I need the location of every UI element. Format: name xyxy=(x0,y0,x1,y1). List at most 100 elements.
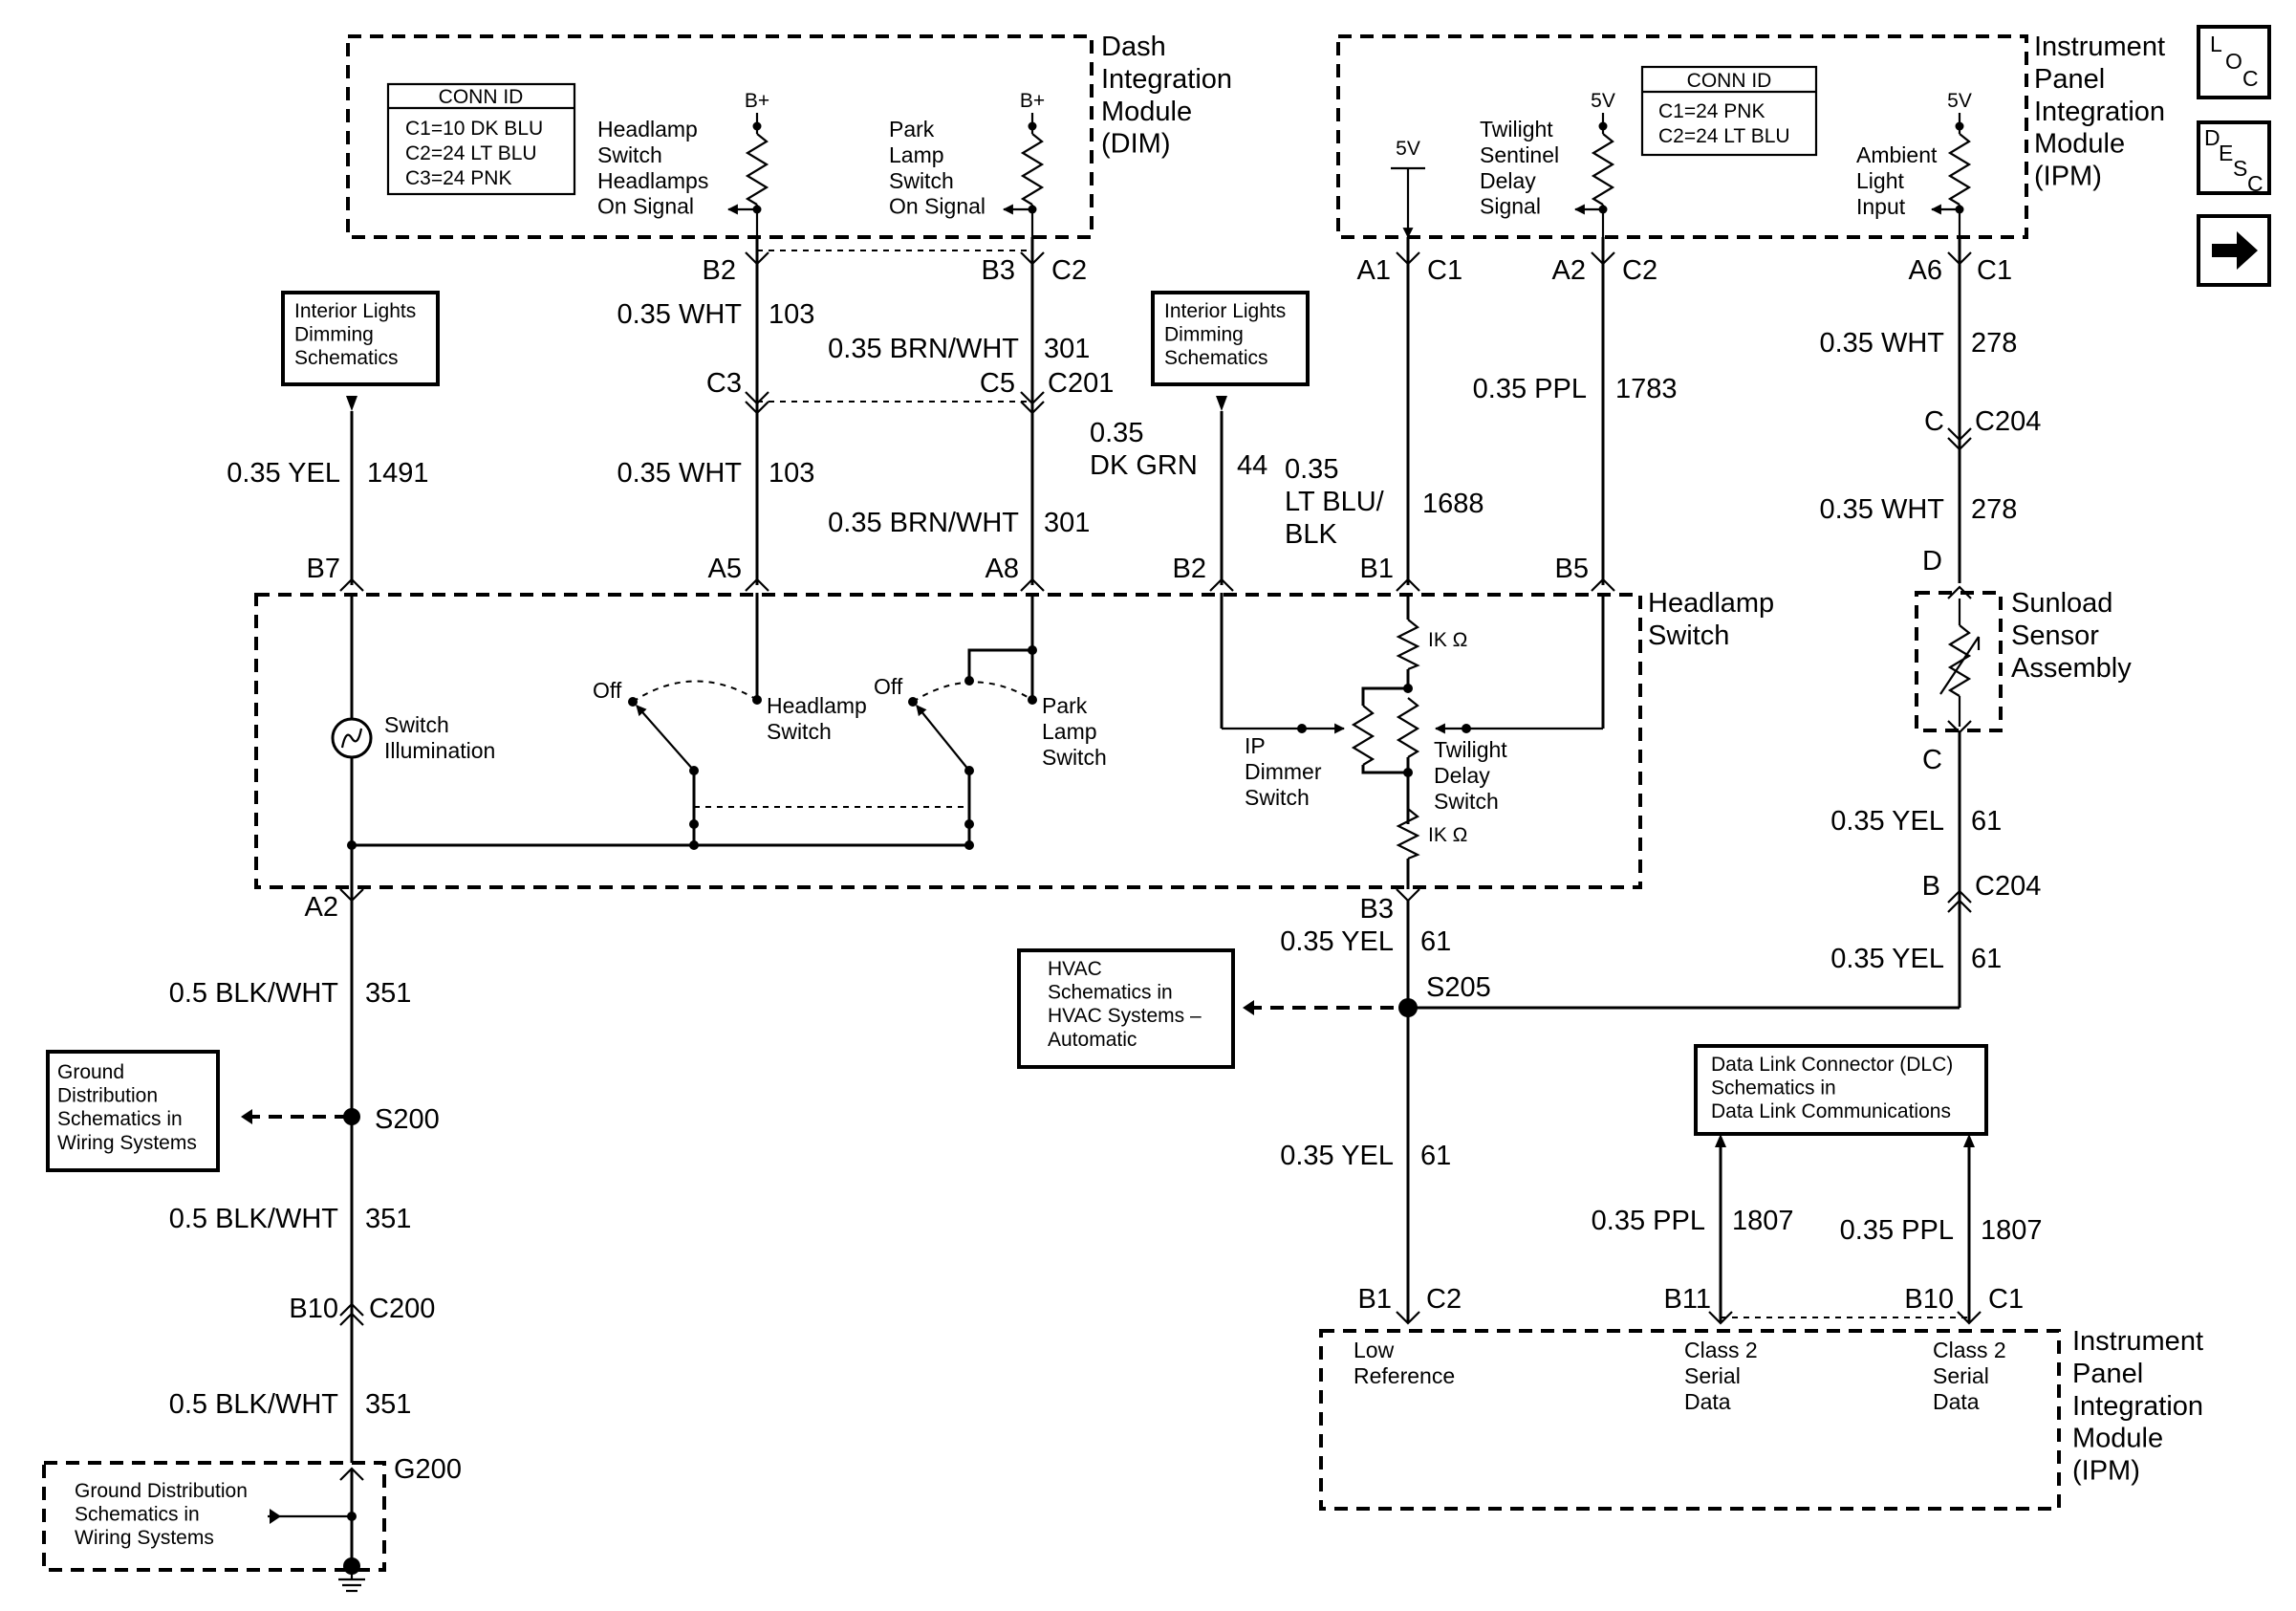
wire-circuit: 351 xyxy=(365,1204,411,1234)
resistor-icon xyxy=(1396,619,1420,671)
ipm-conn-id-title: CONN ID xyxy=(1687,70,1772,92)
pin-label: C3 xyxy=(706,368,742,399)
pin-label: B5 xyxy=(1555,554,1589,584)
wire-circuit: 301 xyxy=(1044,508,1090,538)
interior-lights-box[interactable] xyxy=(1151,291,1310,386)
pin-label: B10 xyxy=(1904,1284,1954,1315)
dim-harness: B2 B3 C2 0.35 WHT 103 0.35 BRN/WHT 301 C… xyxy=(617,237,1114,592)
headlamp-switch-border xyxy=(254,593,1642,889)
wire-circuit: 61 xyxy=(1420,926,1451,957)
wire-gauge: 0.35 PPL xyxy=(1592,1206,1705,1236)
pin-label: A2 xyxy=(305,892,338,923)
wire-circuit: 1688 xyxy=(1422,489,1484,519)
loc-icon[interactable]: L O C xyxy=(2197,25,2271,99)
splice-s205 xyxy=(1398,998,1418,1017)
pin-label: C1 xyxy=(1977,255,2012,286)
wire-gauge: 0.35 YEL xyxy=(1280,926,1394,957)
pin-label: D xyxy=(1922,546,1942,577)
wire-circuit: 1807 xyxy=(1732,1206,1794,1236)
splice-label: S200 xyxy=(375,1104,440,1135)
off-label: Off xyxy=(593,678,622,703)
pullup-resistor-icon xyxy=(1002,113,1045,237)
pin-label: B2 xyxy=(1173,554,1206,584)
desc-letter: S xyxy=(2233,156,2247,181)
pin-label: B1 xyxy=(1358,1284,1392,1315)
wire-circuit: 61 xyxy=(1420,1141,1451,1171)
pin-label: A5 xyxy=(708,554,742,584)
wire-circuit: 61 xyxy=(1971,806,2002,837)
wire-gauge: 0.35 YEL xyxy=(1830,944,1944,974)
pullup-resistor-icon xyxy=(1930,113,1972,237)
dlc-ref-box[interactable] xyxy=(1694,1044,1988,1136)
ipm-5v-label: 5V xyxy=(1396,138,1420,160)
pin-label: B1 xyxy=(1360,554,1394,584)
connector-label: C204 xyxy=(1975,406,2041,437)
sunload-circuit: A6 C1 0.35 WHT 278 C C204 0.35 WHT 278 D… xyxy=(1408,237,2132,1010)
pin-label: C5 xyxy=(980,368,1015,399)
desc-icon[interactable]: D E S C xyxy=(2197,120,2271,196)
loc-letter: O xyxy=(2225,49,2242,74)
bplus-label: B+ xyxy=(745,90,769,112)
pin-label: B7 xyxy=(307,554,340,584)
pin-label: A8 xyxy=(986,554,1019,584)
interior-lights-box[interactable] xyxy=(281,291,440,386)
splice-s200 xyxy=(343,1108,360,1125)
connector-label: C201 xyxy=(1048,368,1114,399)
wire-circuit: 44 xyxy=(1237,450,1267,481)
dim-conn-id-line: C3=24 PNK xyxy=(405,167,511,189)
pin-label: C2 xyxy=(1051,255,1087,286)
pin-label: C1 xyxy=(1427,255,1462,286)
arrow-right-icon[interactable] xyxy=(2197,214,2271,287)
hvac-ref-box[interactable] xyxy=(1017,948,1235,1069)
resistor-label: IK Ω xyxy=(1428,629,1467,651)
pin-label: A1 xyxy=(1357,255,1391,286)
pin-label: B xyxy=(1922,871,1940,902)
ground-distribution-box[interactable] xyxy=(46,1050,220,1172)
pin-label: C xyxy=(1924,406,1944,437)
dim-conn-id-box xyxy=(386,82,576,196)
pin-label: C2 xyxy=(1622,255,1657,286)
wire-gauge: 0.35 PPL xyxy=(1840,1215,1954,1246)
ground-label: G200 xyxy=(394,1454,462,1485)
wire-gauge: 0.35 WHT xyxy=(617,458,742,489)
desc-letter: D xyxy=(2204,125,2220,150)
ipm-5v-label: 5V xyxy=(1947,90,1972,112)
desc-letter: C xyxy=(2247,171,2264,196)
wire-circuit: 1807 xyxy=(1981,1215,2043,1246)
pin-label: B10 xyxy=(289,1294,338,1324)
wire-circuit: 351 xyxy=(365,978,411,1009)
dim-module-border xyxy=(346,34,1094,239)
lamp-icon xyxy=(331,717,373,759)
wire-gauge: 0.5 BLK/WHT xyxy=(169,1204,339,1234)
side-icons: L O C D E S C xyxy=(2197,25,2271,287)
wire-gauge: 0.35 YEL xyxy=(1280,1141,1394,1171)
wire-gauge: 0.35 YEL xyxy=(1830,806,1944,837)
pin-label: A6 xyxy=(1909,255,1942,286)
g200-border xyxy=(42,1461,386,1572)
bplus-label: B+ xyxy=(1020,90,1045,112)
potentiometer-icon xyxy=(1351,697,1420,766)
wire-gauge: 0.5 BLK/WHT xyxy=(169,978,339,1009)
wire-gauge: 0.35 WHT xyxy=(1819,494,1944,525)
dim-conn-id-title: CONN ID xyxy=(439,86,524,108)
wire-circuit: 103 xyxy=(769,299,814,330)
wire-gauge: 0.5 BLK/WHT xyxy=(169,1389,339,1420)
